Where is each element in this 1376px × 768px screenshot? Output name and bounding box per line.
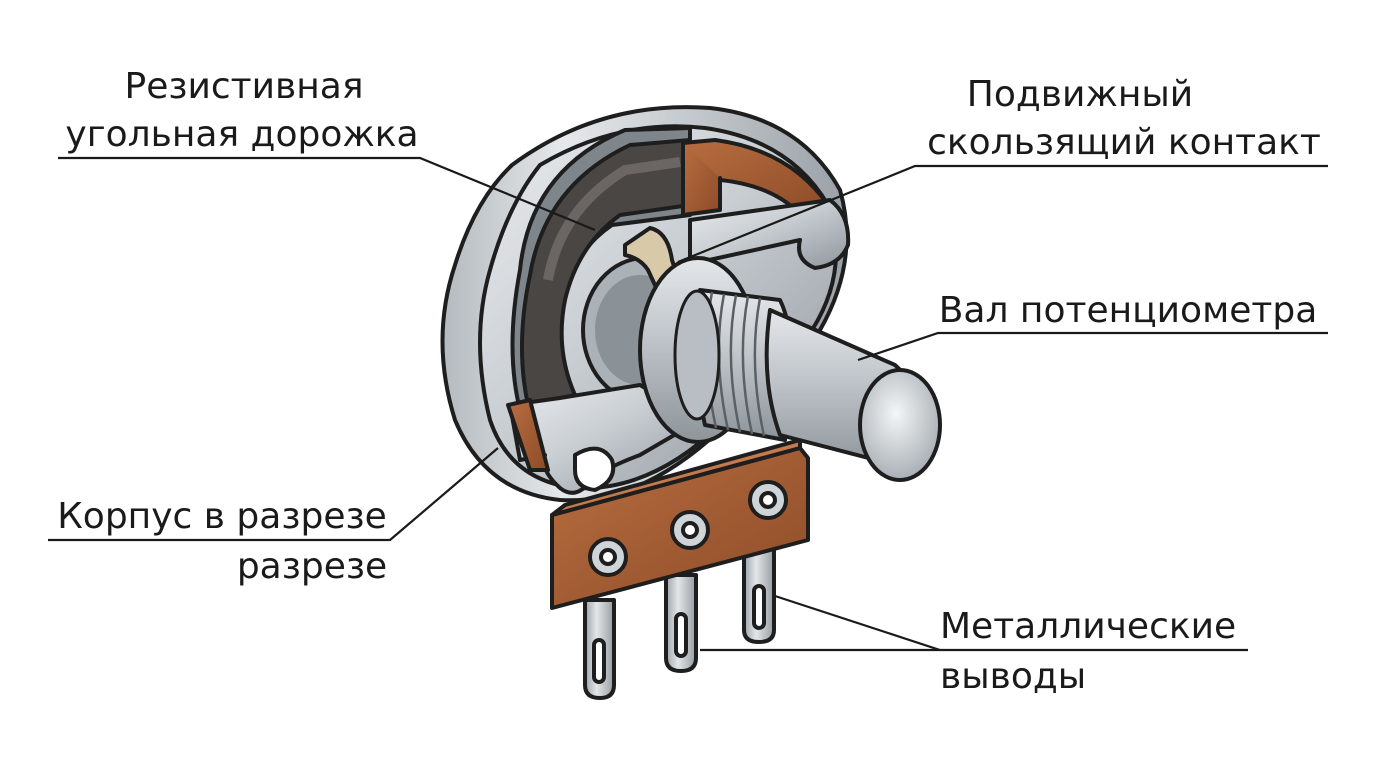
shaft-end-cap bbox=[858, 368, 942, 482]
leader-wiper bbox=[677, 164, 1328, 264]
terminal-hole-right bbox=[748, 480, 788, 520]
label-housing-line1: Корпус в разрезе bbox=[57, 496, 387, 537]
terminal-pin-middle bbox=[664, 573, 698, 673]
label-terminals-line1: Металлические bbox=[940, 606, 1236, 647]
label-resistive-track-line1: Резистивная bbox=[124, 66, 363, 107]
leader-shaft bbox=[857, 331, 1328, 362]
labels: Резистивная угольная дорожка Подвижный с… bbox=[57, 66, 1321, 697]
terminal-plate bbox=[550, 438, 810, 610]
leader-lines bbox=[48, 156, 1328, 652]
terminals bbox=[583, 543, 776, 700]
label-terminals-line2: выводы bbox=[940, 656, 1086, 697]
potentiometer-shaft bbox=[638, 256, 942, 482]
terminal-hole-middle bbox=[670, 510, 710, 550]
leader-resistive-track bbox=[58, 156, 596, 232]
label-shaft: Вал потенциометра bbox=[939, 290, 1318, 331]
bottom-plate bbox=[506, 383, 702, 495]
resistive-carbon-track bbox=[520, 138, 692, 407]
terminal-hole-left bbox=[588, 537, 628, 577]
label-wiper-line2: скользящий контакт bbox=[927, 122, 1321, 163]
label-wiper-line1: Подвижный bbox=[967, 74, 1193, 115]
top-plate bbox=[688, 198, 851, 270]
terminal-pin-left bbox=[583, 598, 616, 700]
label-resistive-track-line2: угольная дорожка bbox=[65, 114, 418, 155]
label-housing-line2: разрезе bbox=[237, 546, 387, 587]
copper-ring bbox=[681, 138, 830, 217]
terminal-pin-right bbox=[742, 543, 776, 644]
leader-housing bbox=[48, 447, 499, 542]
